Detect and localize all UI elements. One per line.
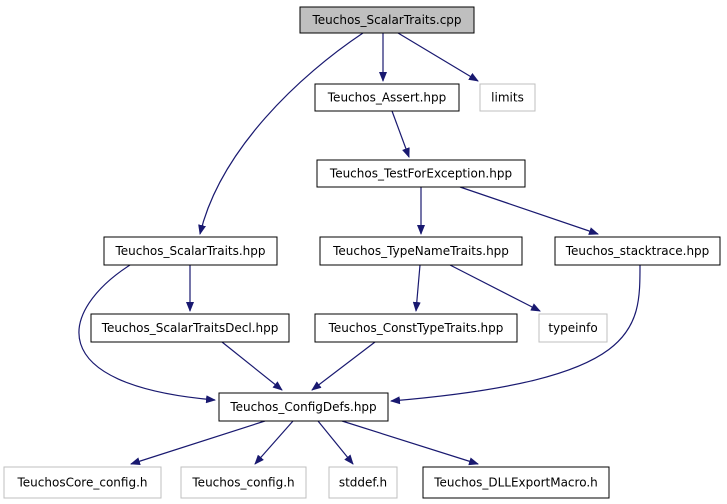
node-label: limits [491,91,524,105]
node-label: Teuchos_stacktrace.hpp [565,244,710,258]
node-label: Teuchos_ConstTypeTraits.hpp [328,321,504,335]
node-teuchos-config-h: Teuchos_config.h [180,466,307,499]
node-label: Teuchos_ScalarTraits.hpp [114,244,265,258]
node-label: Teuchos_config.h [191,476,294,490]
node-box [90,313,290,343]
node-consttypetraits-hpp[interactable]: Teuchos_ConstTypeTraits.hpp [314,313,518,343]
node-box [554,236,721,266]
node-typeinfo: typeinfo [538,313,608,343]
node-typenametraits-hpp[interactable]: Teuchos_TypeNameTraits.hpp [319,236,523,266]
edge-configdefs-hpp-to-dllexportmacro-h [341,420,479,466]
edge-typenametraits-hpp-to-typeinfo [449,264,541,312]
node-box [103,236,278,266]
node-box [422,466,610,499]
node-box [328,466,398,499]
node-box [218,392,389,422]
node-dllexportmacro-h[interactable]: Teuchos_DLLExportMacro.h [422,466,610,499]
node-limits: limits [479,83,536,112]
edges-layer [78,32,641,466]
edge-assert-hpp-to-testforexception-hpp [391,110,410,158]
node-box [538,313,608,343]
node-label: Teuchos_DLLExportMacro.h [433,476,598,490]
node-box [3,466,162,499]
node-box [314,313,518,343]
node-teuchoscore-config-h: TeuchosCore_config.h [3,466,162,499]
node-box [314,83,460,112]
edge-scalartraits-cpp-to-scalartraits-hpp [198,32,364,235]
node-assert-hpp[interactable]: Teuchos_Assert.hpp [314,83,460,112]
edge-typenametraits-hpp-to-consttypetraits-hpp [412,264,421,312]
node-stddef-h: stddef.h [328,466,398,499]
node-label: Teuchos_TypeNameTraits.hpp [332,244,509,258]
node-label: Teuchos_ScalarTraitsDecl.hpp [101,321,279,335]
node-box [316,159,526,188]
node-label: Teuchos_ConfigDefs.hpp [229,400,376,414]
edge-scalartraits-cpp-to-limits [397,32,479,82]
node-box [319,236,523,266]
edge-stacktrace-hpp-to-configdefs-hpp [390,264,641,405]
node-label: Teuchos_ScalarTraits.cpp [311,13,461,27]
node-configdefs-hpp[interactable]: Teuchos_ConfigDefs.hpp [218,392,389,422]
node-box [479,83,536,112]
node-scalartraits-hpp[interactable]: Teuchos_ScalarTraits.hpp [103,236,278,266]
node-testforexception-hpp[interactable]: Teuchos_TestForException.hpp [316,159,526,188]
edge-configdefs-hpp-to-stddef-h [317,420,354,465]
node-label: Teuchos_TestForException.hpp [329,167,512,181]
edge-testforexception-hpp-to-stacktrace-hpp [459,186,599,235]
node-scalartraits-cpp[interactable]: Teuchos_ScalarTraits.cpp [299,6,475,34]
nodes-layer: Teuchos_ScalarTraits.cppTeuchos_Assert.h… [3,6,721,499]
edge-configdefs-hpp-to-teuchos-config-h [254,420,294,465]
node-scalartraitsdecl-hpp[interactable]: Teuchos_ScalarTraitsDecl.hpp [90,313,290,343]
node-label: Teuchos_Assert.hpp [327,91,446,105]
node-label: stddef.h [339,476,387,490]
edge-consttypetraits-hpp-to-configdefs-hpp [311,341,376,391]
node-label: typeinfo [548,321,597,335]
edge-scalartraits-hpp-to-configdefs-hpp [78,264,216,404]
node-stacktrace-hpp[interactable]: Teuchos_stacktrace.hpp [554,236,721,266]
edge-configdefs-hpp-to-teuchoscore-config-h [130,420,266,466]
node-box [180,466,307,499]
node-box [299,6,475,34]
edge-scalartraitsdecl-hpp-to-configdefs-hpp [221,341,283,391]
node-label: TeuchosCore_config.h [17,476,148,490]
